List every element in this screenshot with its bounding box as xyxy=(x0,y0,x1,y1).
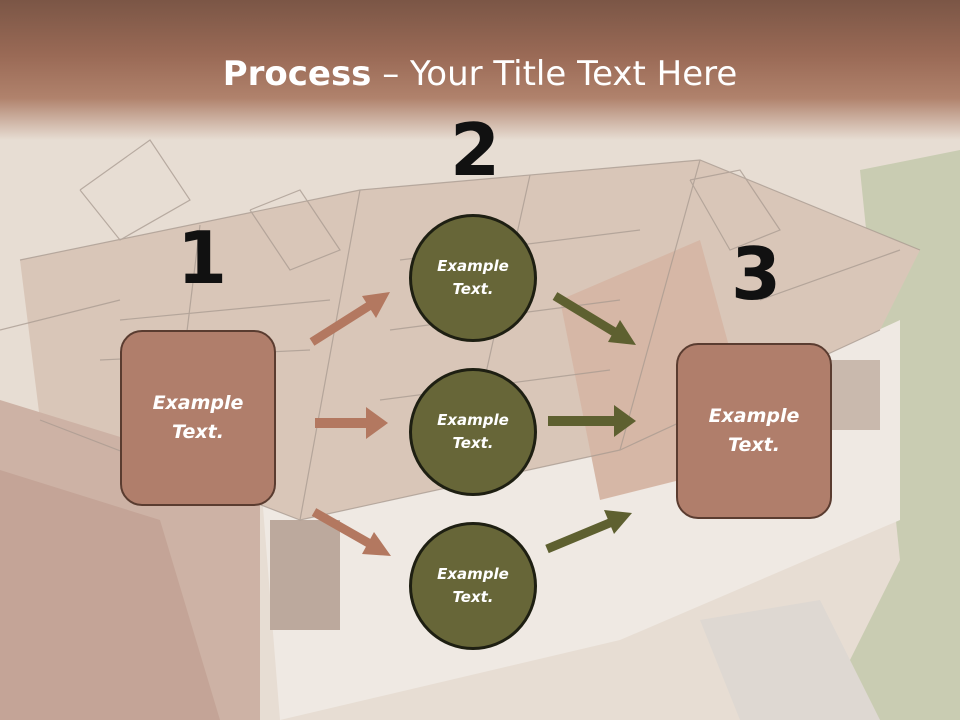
start-box-line2: Text. xyxy=(172,421,224,443)
end-box-line2: Text. xyxy=(728,434,780,456)
title-bold: Process xyxy=(222,54,372,94)
circle-top-line1: Example xyxy=(437,257,509,275)
slide-title: Process – Your Title Text Here xyxy=(0,52,960,96)
circle-bottom-line1: Example xyxy=(437,565,509,583)
arrow-to-top-circle xyxy=(309,292,390,346)
end-box-line1: Example xyxy=(708,405,800,427)
arrow-from-bottom-circle xyxy=(545,510,632,554)
title-rest: – Your Title Text Here xyxy=(371,54,738,94)
arrow-from-top-circle xyxy=(552,292,636,345)
circle-middle-line1: Example xyxy=(437,411,509,429)
arrow-to-middle-circle xyxy=(315,407,388,439)
arrow-from-middle-circle xyxy=(548,405,636,437)
circle-middle-line2: Text. xyxy=(452,434,494,452)
step-number-3: 3 xyxy=(731,232,782,316)
circle-top-line2: Text. xyxy=(452,280,494,298)
step-number-2: 2 xyxy=(450,108,501,192)
circle-bottom-line2: Text. xyxy=(452,588,494,606)
title-banner xyxy=(0,0,960,140)
step-number-1: 1 xyxy=(177,216,228,300)
start-box-line1: Example xyxy=(152,392,244,414)
arrow-to-bottom-circle xyxy=(311,508,391,556)
